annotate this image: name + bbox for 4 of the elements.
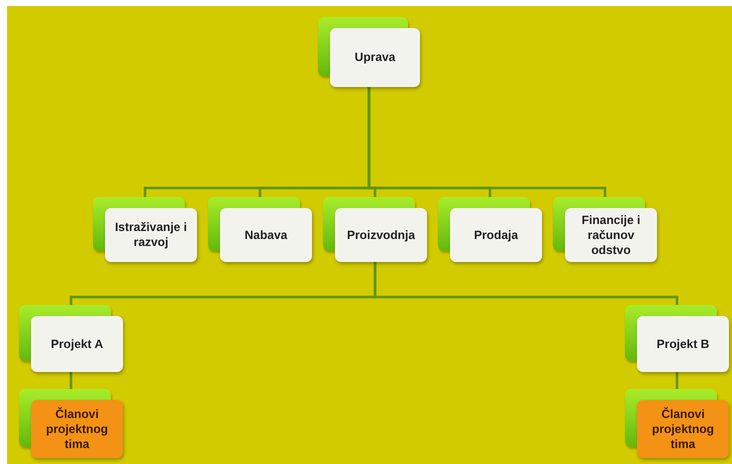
connector-line [368, 87, 606, 197]
connector-line [70, 372, 72, 389]
connector-line [676, 372, 678, 389]
connector-line [374, 262, 678, 305]
